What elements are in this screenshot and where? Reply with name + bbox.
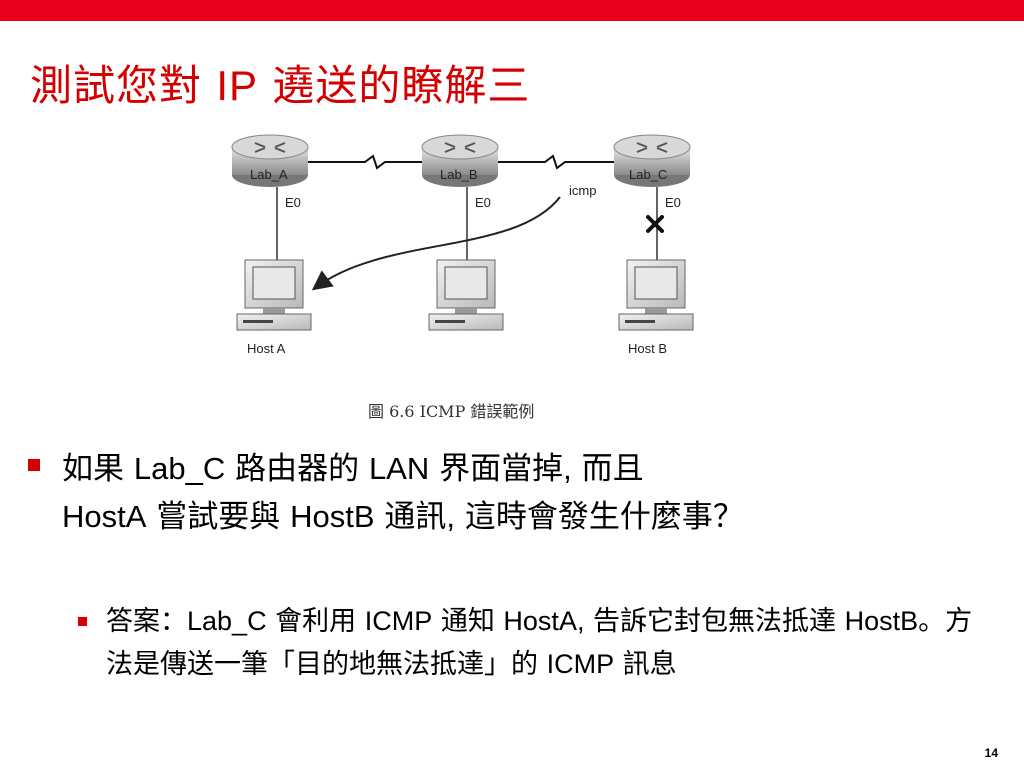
host-b-computer-icon: [618, 259, 694, 331]
router-label-lab-c: Lab_C: [629, 167, 667, 182]
interface-label-b: E0: [475, 195, 491, 210]
serial-link-b-c: [497, 154, 615, 170]
bullet-square-icon: [28, 459, 40, 471]
answer-text: 答案：Lab_C 會利用 ICMP 通知 HostA, 告訴它封包無法抵達 Ho…: [106, 606, 973, 680]
host-middle-computer-icon: [428, 259, 504, 331]
slide-title: 測試您對 IP 遶送的瞭解三: [30, 61, 531, 110]
router-label-lab-b: Lab_B: [440, 167, 478, 182]
serial-link-a-b: [305, 154, 423, 170]
link-down-x-icon: [646, 215, 664, 233]
host-label-a: Host A: [247, 341, 286, 356]
router-lab-a-icon: [231, 134, 309, 187]
host-a-computer-icon: [236, 259, 312, 331]
top-banner-bar: [0, 0, 1024, 21]
figure-caption: 圖 6.6 ICMP 錯誤範例: [368, 402, 535, 421]
router-label-lab-a: Lab_A: [250, 167, 288, 182]
interface-label-c: E0: [665, 195, 681, 210]
interface-label-a: E0: [285, 195, 301, 210]
host-label-b: Host B: [628, 341, 667, 356]
page-number: 14: [984, 746, 998, 760]
icmp-arrow: [311, 196, 561, 291]
sub-bullet-square-icon: [78, 617, 87, 626]
router-lab-b-icon: [421, 134, 499, 187]
router-lab-c-icon: [613, 134, 691, 187]
network-diagram: Lab_A E0 Lab_B E0 Lab_C E0 icmp: [215, 125, 735, 425]
icmp-label: icmp: [569, 183, 596, 198]
